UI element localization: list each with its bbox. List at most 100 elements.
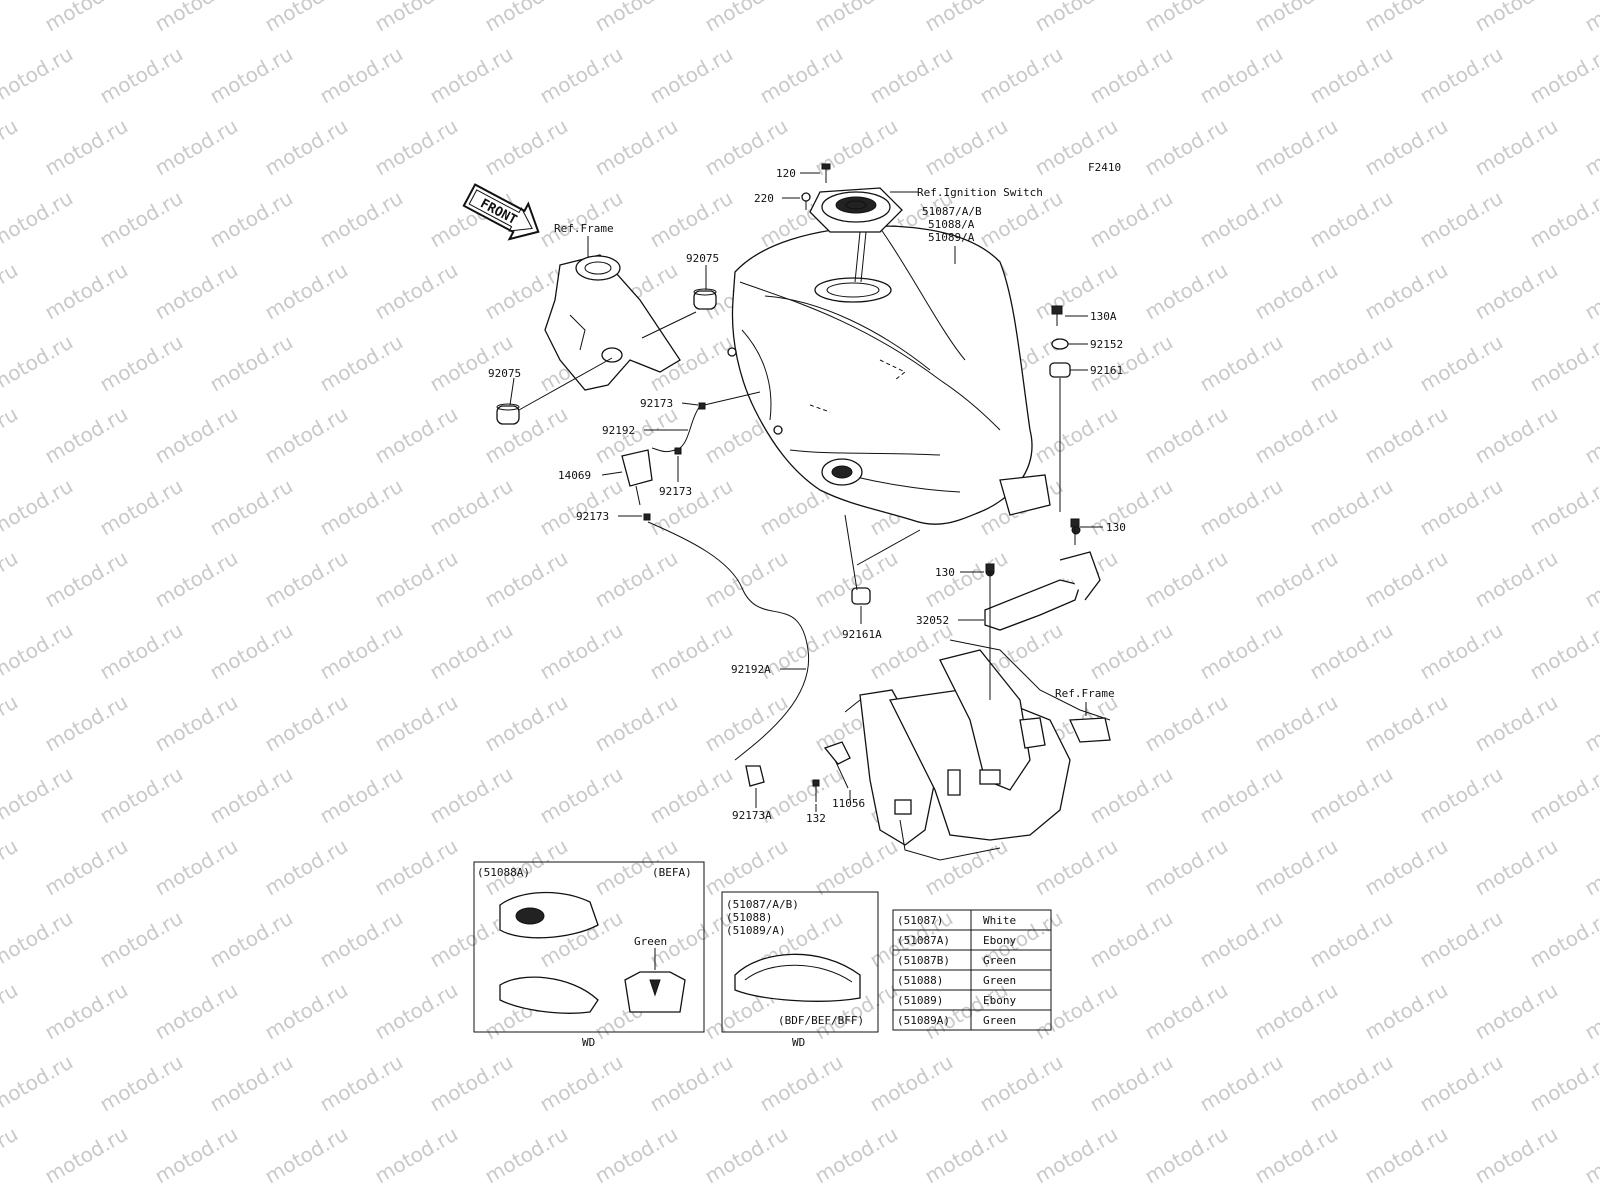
- watermark-text: motod.ru: [206, 1050, 297, 1117]
- watermark-text: motod.ru: [1471, 978, 1562, 1045]
- watermark-text: motod.ru: [151, 1122, 242, 1189]
- watermark-text: motod.ru: [1471, 0, 1562, 36]
- color-table-color: Ebony: [983, 934, 1016, 947]
- watermark-text: motod.ru: [756, 42, 847, 109]
- watermark-text: motod.ru: [1306, 330, 1397, 397]
- watermark-text: motod.ru: [1141, 258, 1232, 325]
- watermark-text: motod.ru: [1086, 618, 1177, 685]
- color-table-part: (51087A): [897, 934, 950, 947]
- watermark-text: motod.ru: [1416, 618, 1507, 685]
- inset-befa: (51088A) (BEFA) Green WD: [473, 861, 705, 1049]
- watermark-text: motod.ru: [0, 834, 22, 901]
- watermark-text: motod.ru: [1251, 978, 1342, 1045]
- watermark-text: motod.ru: [0, 186, 77, 253]
- label-ref-ignition-switch: Ref.Ignition Switch: [917, 186, 1043, 199]
- leader-lines: [509, 172, 1103, 812]
- watermark-text: motod.ru: [1251, 690, 1342, 757]
- watermark-text: motod.ru: [1196, 1050, 1287, 1117]
- watermark-text: motod.ru: [316, 906, 407, 973]
- watermark-text: motod.ru: [371, 1122, 462, 1189]
- watermark-text: motod.ru: [316, 618, 407, 685]
- watermark-text: motod.ru: [701, 1122, 792, 1189]
- bolt-130a: [1051, 305, 1063, 326]
- watermark-text: motod.ru: [646, 1194, 737, 1200]
- watermark-text: motod.ru: [1251, 546, 1342, 613]
- watermark-text: motod.ru: [316, 186, 407, 253]
- label-14069: 14069: [558, 469, 591, 482]
- watermark-text: motod.ru: [316, 762, 407, 829]
- color-table-part: (51087): [897, 914, 943, 927]
- label-92173-c: 92173: [576, 510, 609, 523]
- watermark-text: motod.ru: [1306, 618, 1397, 685]
- watermark-text: motod.ru: [1141, 978, 1232, 1045]
- watermark-text: motod.ru: [1471, 1122, 1562, 1189]
- watermark-text: motod.ru: [261, 978, 352, 1045]
- watermark-text: motod.ru: [1416, 906, 1507, 973]
- label-92075-left: 92075: [488, 367, 521, 380]
- watermark-text: motod.ru: [96, 1050, 187, 1117]
- watermark-text: motod.ru: [701, 690, 792, 757]
- label-tank-51089: 51089/A: [928, 231, 975, 244]
- watermark-text: motod.ru: [1526, 330, 1600, 397]
- watermark-text: motod.ru: [481, 114, 572, 181]
- label-32052: 32052: [916, 614, 949, 627]
- watermark-text: motod.ru: [1251, 834, 1342, 901]
- watermark-text: motod.ru: [41, 114, 132, 181]
- bracket-11056: [823, 741, 851, 789]
- watermark-text: motod.ru: [1361, 546, 1452, 613]
- watermark-text: motod.ru: [0, 114, 22, 181]
- filler-cap: [809, 187, 903, 283]
- color-table-color: Green: [983, 974, 1016, 987]
- watermark-text: motod.ru: [0, 0, 22, 36]
- watermark-text: motod.ru: [41, 978, 132, 1045]
- watermark-text: motod.ru: [1086, 1050, 1177, 1117]
- inset-bdf-code: (BDF/BEF/BFF): [778, 1014, 864, 1027]
- watermark-text: motod.ru: [0, 906, 77, 973]
- watermark-text: motod.ru: [261, 258, 352, 325]
- watermark-text: motod.ru: [426, 618, 517, 685]
- watermark-text: motod.ru: [1526, 762, 1600, 829]
- watermark-text: motod.ru: [316, 42, 407, 109]
- watermark-text: motod.ru: [96, 186, 187, 253]
- color-table-color: Green: [983, 1014, 1016, 1027]
- watermark-text: motod.ru: [591, 546, 682, 613]
- watermark-text: motod.ru: [1471, 546, 1562, 613]
- watermark-text: motod.ru: [1196, 762, 1287, 829]
- watermark-text: motod.ru: [811, 114, 902, 181]
- watermark-text: motod.ru: [1196, 474, 1287, 541]
- bracket-32052: [984, 525, 1101, 631]
- watermark-text: motod.ru: [1361, 834, 1452, 901]
- watermark-text: motod.ru: [1196, 618, 1287, 685]
- label-92173-b: 92173: [659, 485, 692, 498]
- watermark-text: motod.ru: [976, 1194, 1067, 1200]
- label-92192: 92192: [602, 424, 635, 437]
- watermark-text: motod.ru: [701, 834, 792, 901]
- watermark-text: motod.ru: [1581, 402, 1600, 469]
- bolt-130-mid: [985, 563, 995, 700]
- watermark-text: motod.ru: [646, 1050, 737, 1117]
- watermark-text: motod.ru: [481, 0, 572, 36]
- watermark-text: motod.ru: [646, 186, 737, 253]
- watermark-text: motod.ru: [921, 1122, 1012, 1189]
- hose-92192a: [647, 521, 810, 761]
- color-table-color: White: [983, 914, 1016, 927]
- watermark-text: motod.ru: [1471, 258, 1562, 325]
- watermark-text: motod.ru: [866, 42, 957, 109]
- watermark-text: motod.ru: [371, 114, 462, 181]
- watermark-text: motod.ru: [1471, 834, 1562, 901]
- watermark-text: motod.ru: [481, 1122, 572, 1189]
- watermark-text: motod.ru: [261, 0, 352, 36]
- watermark-text: motod.ru: [1196, 42, 1287, 109]
- watermark-text: motod.ru: [316, 1050, 407, 1117]
- watermark-text: motod.ru: [591, 690, 682, 757]
- watermark-text: motod.ru: [1086, 42, 1177, 109]
- watermark-text: motod.ru: [0, 1122, 22, 1189]
- watermark-text: motod.ru: [96, 906, 187, 973]
- watermark-text: motod.ru: [536, 42, 627, 109]
- watermark-text: motod.ru: [206, 1194, 297, 1200]
- watermark-text: motod.ru: [811, 1122, 902, 1189]
- watermark-text: motod.ru: [976, 42, 1067, 109]
- main-frame: [844, 639, 1111, 861]
- watermark-text: motod.ru: [41, 1122, 132, 1189]
- label-92161a: 92161A: [842, 628, 882, 641]
